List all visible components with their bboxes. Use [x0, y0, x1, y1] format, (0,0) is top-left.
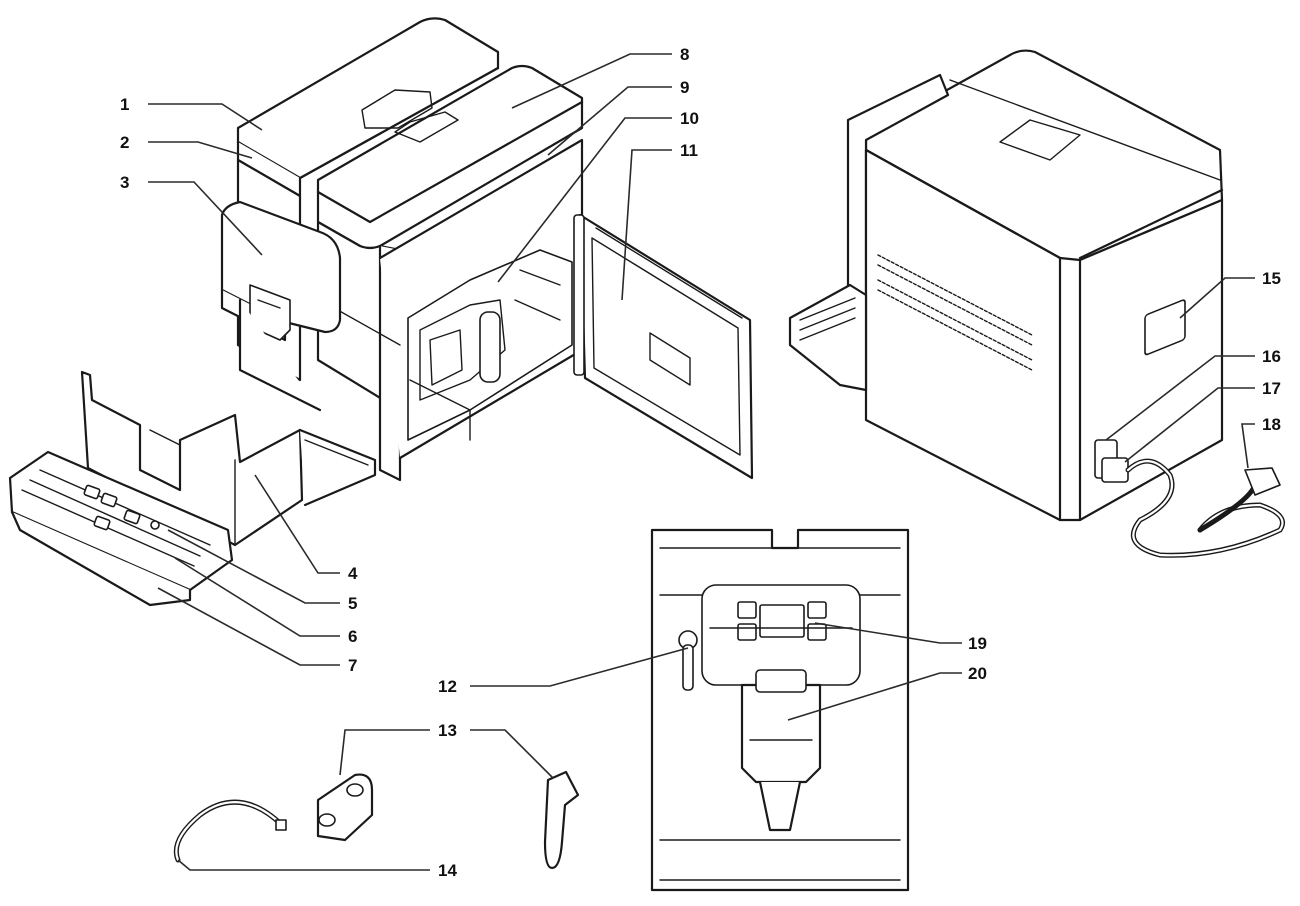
callout-14: 14: [438, 861, 457, 880]
callout-labels: 1 2 3 4 5 6 7 8 9 10 11 12 13 14 15 16 1…: [120, 45, 1281, 880]
milk-tube: [173, 799, 287, 863]
steam-wand[interactable]: [678, 630, 698, 691]
machine-front-view: [650, 528, 910, 892]
mains-plug-icon: [1244, 467, 1281, 496]
power-plug[interactable]: [1101, 457, 1129, 483]
control-panel: [701, 584, 861, 686]
brewing-unit: [407, 249, 573, 441]
panel-button-top-right[interactable]: [807, 601, 827, 619]
callout-20: 20: [968, 664, 987, 683]
callout-18: 18: [1262, 415, 1281, 434]
power-switch[interactable]: [1144, 299, 1186, 356]
top-cover: [316, 64, 584, 250]
power-cord: [1125, 458, 1285, 558]
callout-19: 19: [968, 634, 987, 653]
machine-open-view: [8, 17, 754, 607]
bean-hopper-lid: [236, 17, 500, 198]
cappuccinatore: [543, 770, 580, 870]
panel-button-top-left[interactable]: [737, 601, 757, 619]
display-screen: [759, 604, 805, 638]
coffee-dispenser: [220, 200, 342, 412]
callout-17: 17: [1262, 379, 1281, 398]
callout-5: 5: [348, 594, 357, 613]
callout-13: 13: [438, 721, 457, 740]
machine-rear-view: [788, 49, 1285, 558]
milk-nozzle-accessory: [316, 773, 374, 842]
panel-button-bottom-right[interactable]: [807, 623, 827, 641]
callout-2: 2: [120, 133, 129, 152]
callout-16: 16: [1262, 347, 1281, 366]
panel-button-bottom-left[interactable]: [737, 623, 757, 641]
callout-15: 15: [1262, 269, 1281, 288]
callout-8: 8: [680, 45, 689, 64]
callout-3: 3: [120, 173, 129, 192]
callout-11: 11: [680, 141, 698, 160]
callout-9: 9: [680, 78, 689, 97]
callout-12: 12: [438, 677, 457, 696]
coffee-outlet: [740, 669, 822, 832]
drip-tray: [8, 450, 234, 607]
callout-6: 6: [348, 627, 357, 646]
callout-4: 4: [348, 564, 358, 583]
service-door: [573, 213, 754, 480]
callout-7: 7: [348, 656, 357, 675]
callout-10: 10: [680, 109, 699, 128]
callout-1: 1: [120, 95, 129, 114]
leader-lines: [148, 53, 1255, 871]
drip-tray-grid-icons: [83, 484, 160, 531]
ventilation-grille: [877, 254, 1033, 371]
